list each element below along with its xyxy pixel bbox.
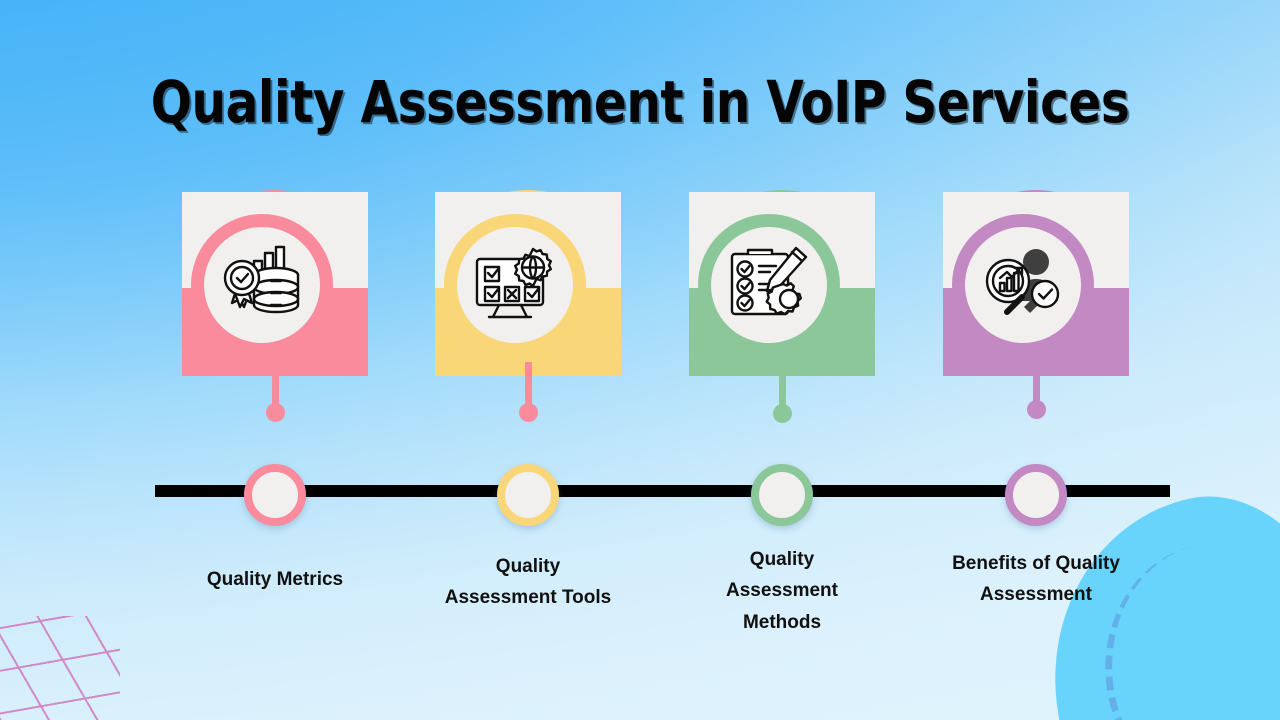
label-line: Benefits of Quality [952,553,1120,574]
card-connector-stem-2 [525,362,532,406]
card-connector-dot-2 [518,403,538,422]
monitor-checklist-gear-globe-icon [471,245,559,325]
timeline-node-1[interactable] [244,464,306,526]
page-title: Quality Assessment in VoIP Services [150,68,1130,136]
card-connector-dot-3 [772,404,792,423]
card-connector-stem-4 [1033,362,1040,408]
label-line: Quality [495,556,561,577]
label-line: Assessment Tools [444,587,612,609]
timeline-label-1: Quality Metrics [155,564,395,595]
label-line: Methods [742,611,822,633]
badge-database-chart-icon [219,245,305,325]
card-connector-dot-1 [265,403,285,422]
timeline-bar [155,485,1170,497]
card-icon-ring-1[interactable] [191,214,333,356]
label-line: Assessment [726,580,838,602]
card-connector-stem-1 [272,362,279,406]
timeline-node-3[interactable] [751,464,813,526]
card-icon-ring-3[interactable] [698,214,840,356]
clipboard-pencil-gear-icon [726,244,812,326]
diagonal-grid-decoration [0,616,120,720]
label-line: Quality Metrics [206,569,344,590]
timeline-node-4[interactable] [1005,464,1067,526]
card-connector-dot-4 [1026,400,1046,419]
card-connector-stem-3 [779,362,786,412]
label-line: Assessment [980,584,1092,606]
card-icon-ring-2[interactable] [444,214,586,356]
card-icon-ring-4[interactable] [952,214,1094,356]
timeline-node-2[interactable] [497,464,559,526]
label-line: Quality [749,549,815,570]
magnifier-person-check-icon [978,245,1068,325]
